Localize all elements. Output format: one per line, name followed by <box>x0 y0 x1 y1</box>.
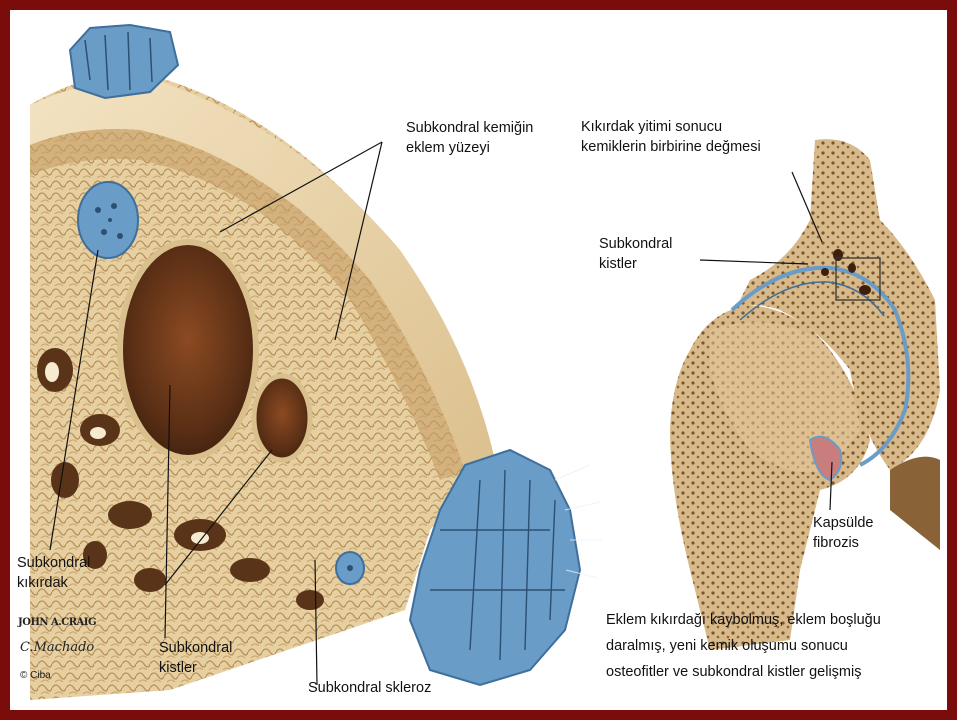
caption: Eklem kıkırdağı kaybolmuş, eklem boşluğu… <box>606 607 881 685</box>
label-cysts-left: Subkondral kistler <box>159 638 232 678</box>
label-line: Subkondral <box>599 234 672 254</box>
label-subchondral-cartilage: Subkondral kıkırdak <box>17 553 90 593</box>
label-line: Subkondral kemiğin <box>406 118 533 138</box>
label-cysts-right: Subkondral kistler <box>599 234 672 274</box>
artist-signature: JOHN A.CRAIG <box>18 617 96 628</box>
label-fibrosis: Kapsülde fibrozis <box>813 513 873 553</box>
label-line: Kıkırdak yitimi sonucu <box>581 117 761 137</box>
label-subchondral-surface: Subkondral kemiğin eklem yüzeyi <box>406 118 533 158</box>
label-line: kistler <box>599 254 672 274</box>
label-line: kistler <box>159 658 232 678</box>
caption-line: daralmış, yeni kemik oluşumu sonucu <box>606 633 881 659</box>
label-cartilage-loss: Kıkırdak yitimi sonucu kemiklerin birbir… <box>581 117 761 157</box>
label-line: Subkondral <box>17 553 90 573</box>
label-line: kıkırdak <box>17 573 90 593</box>
label-line: eklem yüzeyi <box>406 138 533 158</box>
femur-joint-right <box>670 139 940 650</box>
label-line: Subkondral <box>159 638 232 658</box>
label-line: fibrozis <box>813 533 873 553</box>
label-sclerosis: Subkondral skleroz <box>308 678 431 698</box>
caption-line: osteofitler ve subkondral kistler gelişm… <box>606 659 881 685</box>
label-line: Kapsülde <box>813 513 873 533</box>
caption-line: Eklem kıkırdağı kaybolmuş, eklem boşluğu <box>606 607 881 633</box>
copyright: © Ciba <box>20 670 51 681</box>
label-line: kemiklerin birbirine değmesi <box>581 137 761 157</box>
illustration-panel: Subkondral kemiğin eklem yüzeyi Kıkırdak… <box>10 10 947 710</box>
co-artist-signature: C.Machado <box>20 640 94 655</box>
anatomy-illustration <box>10 10 947 710</box>
